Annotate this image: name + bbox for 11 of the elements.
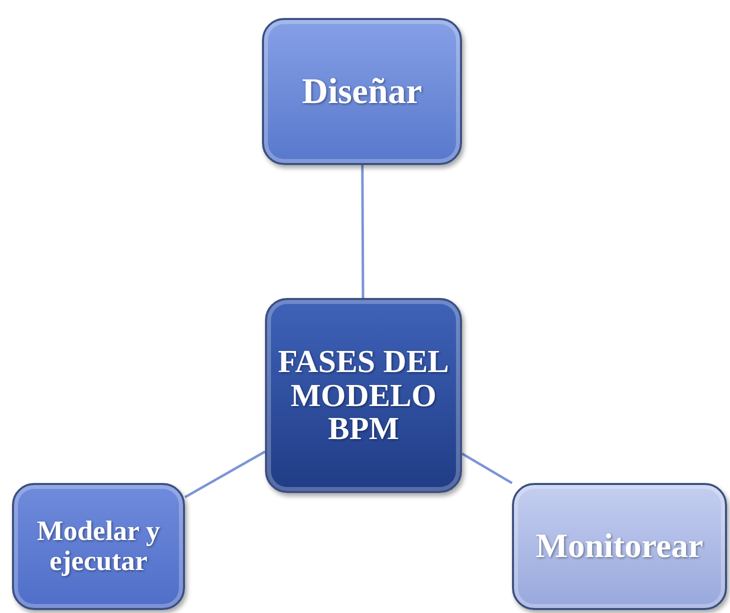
- rounded-box: [12, 483, 185, 610]
- rounded-box: [262, 18, 462, 165]
- rounded-box: [512, 483, 727, 610]
- connector-line: [461, 452, 513, 484]
- connector-line: [184, 450, 266, 498]
- box-label: Monitorear: [534, 528, 704, 564]
- box-label: Diseñar: [301, 72, 423, 110]
- box-label: Modelar y ejecutar: [36, 517, 162, 576]
- connector-line: [361, 165, 364, 298]
- rounded-box: [265, 298, 462, 493]
- box-label: FASES DEL MODELO BPM: [276, 345, 450, 446]
